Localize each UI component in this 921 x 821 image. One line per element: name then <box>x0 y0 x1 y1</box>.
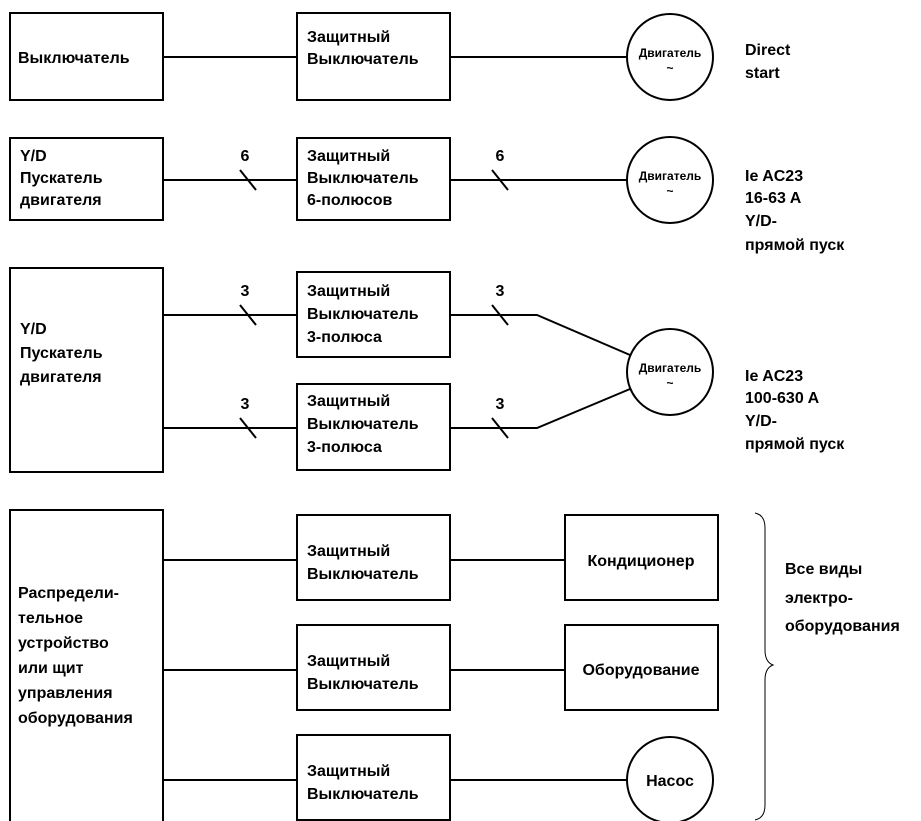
pole-count-tick <box>239 304 257 326</box>
starter-label-line: Пускатель <box>20 170 103 187</box>
load-label: Кондиционер <box>588 553 695 570</box>
yd-6pole-row: Y/D Пускатель двигателя 6 Защитный Выклю… <box>9 136 845 254</box>
breaker-label-line: Выключатель <box>307 786 419 803</box>
pole-count-label: 3 <box>496 283 505 300</box>
pole-count-label: 3 <box>496 396 505 413</box>
grouping-brace <box>754 512 775 821</box>
breaker-label-line: Защитный <box>307 653 390 670</box>
lower-breaker-box <box>296 383 451 471</box>
note-line: Ie AC23 <box>745 168 803 185</box>
ac-symbol: ~ <box>666 61 673 75</box>
breaker-box <box>296 12 451 101</box>
pole-count-tick <box>239 169 257 191</box>
starter-label-line: двигателя <box>20 192 102 209</box>
note-line: оборудования <box>785 618 900 635</box>
motor-label: Двигатель <box>639 361 702 375</box>
note-line: Y/D- <box>745 413 777 430</box>
distribution-panel-box <box>9 509 164 821</box>
load-label: Оборудование <box>582 662 699 679</box>
breaker-label-line: Выключатель <box>307 416 419 433</box>
breaker-label-line: 3-полюса <box>307 439 382 456</box>
pole-count-label: 3 <box>241 283 250 300</box>
motor-label: Двигатель <box>639 169 702 183</box>
pole-count-tick <box>491 417 509 439</box>
motor-symbol <box>626 13 714 101</box>
note-line: электро- <box>785 590 853 607</box>
panel-label-line: Распредели- <box>18 585 119 602</box>
ac-symbol: ~ <box>666 184 673 198</box>
pole-count-tick <box>239 417 257 439</box>
panel-label-line: оборудования <box>18 710 133 727</box>
breaker-label-line: Выключатель <box>307 676 419 693</box>
breaker-label-line: Выключатель <box>307 306 419 323</box>
panel-label-line: тельное <box>18 610 83 627</box>
note-line: Y/D- <box>745 213 777 230</box>
wire-upper-breaker-to-motor <box>450 314 631 356</box>
breaker-label-line: Защитный <box>307 393 390 410</box>
breaker-box <box>296 734 451 821</box>
starter-box <box>9 267 164 473</box>
motor-symbol <box>626 328 714 416</box>
starter-label-line: Y/D <box>20 148 47 165</box>
breaker-label-line: Защитный <box>307 543 390 560</box>
breaker-box <box>296 514 451 601</box>
breaker-label-line: 6-полюсов <box>307 192 393 209</box>
panel-label-line: управления <box>18 685 113 702</box>
motor-symbol <box>626 136 714 224</box>
yd-3pole-row: Y/D Пускатель двигателя 3 Защитный Выклю… <box>9 267 845 473</box>
note-line: 16-63 A <box>745 190 802 207</box>
panel-label-line: или щит <box>18 660 84 677</box>
note-line: start <box>745 65 780 82</box>
pole-count-label: 3 <box>241 396 250 413</box>
motor-label: Двигатель <box>639 46 702 60</box>
breaker-label-line: Выключатель <box>307 51 419 68</box>
note-line: прямой пуск <box>745 237 845 254</box>
breaker-label-line: Выключатель <box>307 170 419 187</box>
direct-start-row: Выключатель Защитный Выключатель Двигате… <box>9 12 791 101</box>
note-line: Ie AC23 <box>745 368 803 385</box>
breaker-label-line: 3-полюса <box>307 329 382 346</box>
pole-count-tick <box>491 169 509 191</box>
pole-count-label: 6 <box>241 148 250 165</box>
load-label: Насос <box>646 773 694 790</box>
note-line: Direct <box>745 42 791 59</box>
breaker-box <box>296 137 451 221</box>
air-conditioner-box <box>564 514 719 601</box>
breaker-box <box>296 624 451 711</box>
switch-box <box>9 12 164 101</box>
breaker-label-line: Выключатель <box>307 566 419 583</box>
starter-label-line: двигателя <box>20 369 102 386</box>
starter-label-line: Пускатель <box>20 345 103 362</box>
note-line: прямой пуск <box>745 436 845 453</box>
panel-label-line: устройство <box>18 635 109 652</box>
switch-label: Выключатель <box>18 50 130 67</box>
pump-symbol <box>626 736 714 821</box>
pole-count-label: 6 <box>496 148 505 165</box>
starter-label-line: Y/D <box>20 321 47 338</box>
equipment-box <box>564 624 719 711</box>
upper-breaker-box <box>296 271 451 358</box>
breaker-label-line: Защитный <box>307 29 390 46</box>
wire-lower-breaker-to-motor <box>450 388 631 429</box>
ac-symbol: ~ <box>666 376 673 390</box>
breaker-label-line: Защитный <box>307 283 390 300</box>
distribution-row: Распредели- тельное устройство или щит у… <box>9 509 900 821</box>
pole-count-tick <box>491 304 509 326</box>
note-line: 100-630 A <box>745 390 820 407</box>
starter-box <box>9 137 164 221</box>
breaker-label-line: Защитный <box>307 148 390 165</box>
note-line: Все виды <box>785 561 862 578</box>
breaker-label-line: Защитный <box>307 763 390 780</box>
